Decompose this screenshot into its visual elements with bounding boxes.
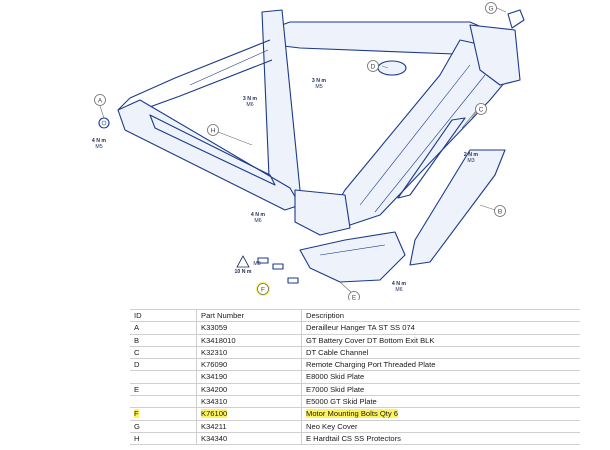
table-row: A K33059 Derailleur Hanger TA ST SS 074 xyxy=(130,321,580,335)
torque-label-mid: 4 N m M6 xyxy=(251,212,266,224)
torque-label-seat: 3 N m M6 xyxy=(243,96,258,108)
callout-e: E xyxy=(348,291,360,300)
cell-id: D xyxy=(130,358,197,372)
cell-description: DT Cable Channel xyxy=(301,346,580,360)
svg-text:3 N m: 3 N m xyxy=(243,96,258,102)
cell-part-number: K34310 xyxy=(196,395,302,409)
chainstay-protector xyxy=(149,114,276,186)
svg-text:M6: M6 xyxy=(254,218,261,224)
motor-bolts xyxy=(257,257,299,284)
svg-text:M3: M3 xyxy=(467,158,474,164)
charging-port-plate xyxy=(377,60,407,76)
svg-text:F: F xyxy=(261,286,265,293)
torque-label-top: 3 N m M5 xyxy=(312,78,327,90)
cell-description: Motor Mounting Bolts Qty 6 xyxy=(301,407,580,421)
svg-text:4 N m: 4 N m xyxy=(92,138,107,144)
table-row: E K34200 E7000 Skid Plate xyxy=(130,383,580,397)
cable-channel xyxy=(397,117,466,199)
cell-part-number: K34340 xyxy=(196,432,302,446)
warning-icon xyxy=(236,255,250,268)
header-id: ID xyxy=(130,308,197,323)
cell-id xyxy=(130,370,197,384)
header-description: Description xyxy=(301,308,580,323)
svg-text:E: E xyxy=(352,294,357,300)
svg-text:B: B xyxy=(498,208,502,215)
cell-description: Remote Charging Port Threaded Plate xyxy=(301,358,580,372)
cell-description: Neo Key Cover xyxy=(301,420,580,433)
battery-cover xyxy=(409,149,506,266)
torque-label-c: 2 N m M3 xyxy=(464,152,479,164)
table-row: K34310 E5000 GT Skid Plate xyxy=(130,395,580,409)
callout-g: G xyxy=(485,2,497,14)
svg-text:10 N m: 10 N m xyxy=(234,269,251,275)
table-row: D K76090 Remote Charging Port Threaded P… xyxy=(130,358,580,372)
table-row: H K34340 E Hardtail CS SS Protectors xyxy=(130,432,580,446)
table-row: G K34211 Neo Key Cover xyxy=(130,420,580,433)
cell-id: G xyxy=(130,420,197,433)
svg-text:M6: M6 xyxy=(246,102,253,108)
motor-mount xyxy=(294,189,351,236)
svg-text:G: G xyxy=(488,5,493,12)
cell-part-number: K33059 xyxy=(196,321,302,335)
derailleur-hanger xyxy=(98,117,110,129)
callout-a: A xyxy=(94,94,106,106)
cell-part-number: K34211 xyxy=(196,420,302,433)
highlight-description: Motor Mounting Bolts Qty 6 xyxy=(306,409,399,419)
svg-text:D: D xyxy=(371,63,376,70)
cell-id: F xyxy=(130,407,197,421)
cell-id: E xyxy=(130,383,197,397)
cell-id: C xyxy=(130,346,197,360)
cell-description: E Hardtail CS SS Protectors xyxy=(301,432,580,446)
header-part-number: Part Number xyxy=(196,308,302,323)
table-header-row: ID Part Number Description xyxy=(130,308,580,323)
skid-plate xyxy=(299,231,406,283)
svg-text:M8: M8 xyxy=(253,261,260,267)
table-row: B K3418010 GT Battery Cover DT Bottom Ex… xyxy=(130,334,580,347)
highlight-id: F xyxy=(134,409,139,419)
cell-description: E8000 Skid Plate xyxy=(301,370,580,384)
exploded-frame-diagram: A B C D E F G H xyxy=(92,2,525,300)
callout-h: H xyxy=(207,124,219,136)
svg-text:3 N m: 3 N m xyxy=(312,78,327,84)
cell-id: H xyxy=(130,432,197,446)
callout-f: F xyxy=(256,282,270,296)
cell-description: GT Battery Cover DT Bottom Exit BLK xyxy=(301,334,580,347)
callout-b: B xyxy=(494,205,506,217)
highlight-part-number: K76100 xyxy=(201,409,228,419)
torque-label-a: 4 N m M5 xyxy=(92,138,107,150)
table-row-highlighted: F K76100 Motor Mounting Bolts Qty 6 xyxy=(130,407,580,421)
svg-text:M6: M6 xyxy=(395,287,402,293)
svg-text:H: H xyxy=(211,127,216,134)
svg-text:4 N m: 4 N m xyxy=(251,212,266,218)
callout-c: C xyxy=(475,103,487,115)
svg-text:M5: M5 xyxy=(95,144,102,150)
torque-label-e: 4 N m M6 xyxy=(392,281,407,293)
cell-id xyxy=(130,395,197,409)
cell-part-number: K76100 xyxy=(196,407,302,421)
cell-part-number: K34200 xyxy=(196,383,302,397)
svg-text:2 N m: 2 N m xyxy=(464,152,479,158)
cell-part-number: K34190 xyxy=(196,370,302,384)
cell-id: A xyxy=(130,321,197,335)
callout-d: D xyxy=(367,60,379,72)
svg-text:M5: M5 xyxy=(315,84,322,90)
head-tube xyxy=(469,24,521,86)
cell-id: B xyxy=(130,334,197,347)
cell-description: E7000 Skid Plate xyxy=(301,383,580,397)
table-row: C K32310 DT Cable Channel xyxy=(130,346,580,360)
svg-text:4 N m: 4 N m xyxy=(392,281,407,287)
svg-text:C: C xyxy=(479,106,484,113)
parts-table: ID Part Number Description A K33059 Dera… xyxy=(130,308,580,446)
table-row: K34190 E8000 Skid Plate xyxy=(130,370,580,384)
cell-description: Derailleur Hanger TA ST SS 074 xyxy=(301,321,580,335)
cell-description: E5000 GT Skid Plate xyxy=(301,395,580,409)
cell-part-number: K3418010 xyxy=(196,334,302,347)
key-cover xyxy=(507,9,525,29)
cell-part-number: K32310 xyxy=(196,346,302,360)
cell-part-number: K76090 xyxy=(196,358,302,372)
torque-label-motor: M8 10 N m xyxy=(234,255,261,275)
svg-text:A: A xyxy=(98,97,103,104)
